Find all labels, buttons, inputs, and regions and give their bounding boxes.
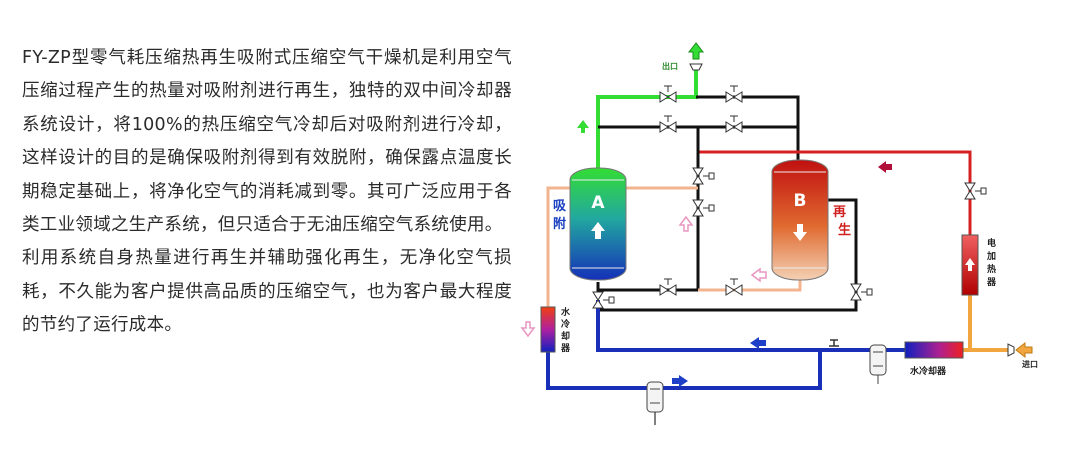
valve xyxy=(692,167,704,185)
tee-fitting xyxy=(829,339,839,347)
inlet-label: 进口 xyxy=(1022,359,1038,369)
inlet-nozzle xyxy=(1007,343,1015,357)
blue-right-arrow-icon xyxy=(672,375,688,387)
bottom-cooler-label: 水冷却器 xyxy=(910,365,947,377)
left-water-cooler xyxy=(540,306,556,353)
inlet-arrow-icon xyxy=(1015,341,1033,359)
pink-up-arrow-icon xyxy=(678,215,694,232)
pink-down-arrow-icon xyxy=(520,321,536,338)
description-text: FY-ZP型零气耗压缩热再生吸附式压缩空气干燥机是利用空气压缩过程产生的热量对吸… xyxy=(22,42,512,343)
tower-b: B xyxy=(771,159,829,281)
down-arrow-icon xyxy=(793,224,807,241)
description-paragraph-2: 利用系统自身热量进行再生并辅助强化再生，无净化空气损耗，不久能为客户提供高品质的… xyxy=(22,248,512,336)
tower-a: A xyxy=(569,167,627,281)
description-paragraph-1: FY-ZP型零气耗压缩热再生吸附式压缩空气干燥机是利用空气压缩过程产生的热量对吸… xyxy=(22,48,512,236)
up-arrow-icon xyxy=(591,222,605,239)
valve xyxy=(659,284,677,296)
blue-pipe-main xyxy=(596,300,905,352)
svg-text:器: 器 xyxy=(986,277,997,288)
heater-up-arrow-icon xyxy=(965,258,975,271)
heater-label: 电 加 热 器 xyxy=(986,237,997,288)
blue-pipe-loop xyxy=(546,350,822,390)
valves xyxy=(592,91,976,309)
valve xyxy=(850,283,862,301)
blue-left-arrow-icon xyxy=(750,337,766,349)
valve xyxy=(659,91,677,103)
outlet-label: 出口 xyxy=(662,61,678,71)
separator-right xyxy=(869,344,887,384)
regen-label-1: 再 xyxy=(833,205,846,220)
valve xyxy=(725,284,743,296)
outlet-arrow-icon xyxy=(687,42,705,60)
valve xyxy=(659,121,677,133)
tower-b-label: B xyxy=(794,191,807,211)
left-cooler-label: 水 冷 却 器 xyxy=(560,306,571,354)
valve xyxy=(692,199,704,217)
svg-text:加: 加 xyxy=(986,250,996,262)
bottom-black-pipe-1 xyxy=(596,282,698,292)
adsorb-label-1: 吸 xyxy=(553,199,567,214)
green-up-arrow-icon xyxy=(577,120,589,133)
regen-label-2: 生 xyxy=(838,222,851,238)
svg-text:电: 电 xyxy=(987,237,996,249)
hot-air-pipe xyxy=(698,150,972,235)
pink-left-arrow-icon xyxy=(750,267,767,283)
separator-bottom xyxy=(646,381,664,413)
svg-text:水: 水 xyxy=(561,306,571,318)
red-left-arrow-icon xyxy=(878,161,892,173)
valve xyxy=(725,121,743,133)
svg-text:热: 热 xyxy=(987,263,996,275)
tower-a-label: A xyxy=(591,193,605,213)
regen-right-pipe xyxy=(826,198,858,282)
svg-text:却: 却 xyxy=(561,330,570,342)
valve xyxy=(964,182,976,200)
bottom-water-cooler xyxy=(904,341,964,359)
inlet-pipe xyxy=(968,295,1008,352)
valve-actuators xyxy=(603,85,987,304)
adsorb-label-2: 附 xyxy=(553,216,566,232)
svg-text:器: 器 xyxy=(560,343,571,354)
valve xyxy=(592,291,604,309)
svg-text:冷: 冷 xyxy=(561,318,570,330)
valve xyxy=(725,91,743,103)
outlet-pipe xyxy=(596,70,698,168)
outlet-nozzle xyxy=(689,63,703,71)
